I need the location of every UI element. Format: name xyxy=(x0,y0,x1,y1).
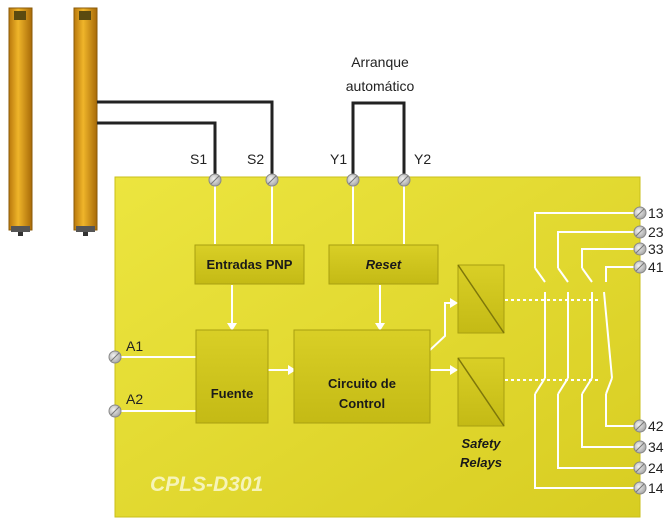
entradas-pnp-label: Entradas PNP xyxy=(207,257,293,272)
circuito-label-line1: Circuito de xyxy=(328,376,396,391)
terminal-41 xyxy=(633,260,647,274)
light-curtain-receiver xyxy=(73,7,98,236)
model-name: CPLS-D301 xyxy=(150,473,263,496)
arrowheads xyxy=(227,298,458,375)
reset-block: Reset xyxy=(328,244,439,285)
terminal-s1 xyxy=(208,173,222,187)
label-out-33: 33 xyxy=(648,241,664,257)
terminal-23 xyxy=(633,225,647,239)
terminal-screws xyxy=(108,173,647,495)
light-curtain-emitter xyxy=(8,7,33,236)
reset-label: Reset xyxy=(366,257,402,272)
label-out-13: 13 xyxy=(648,205,664,221)
label-out-23: 23 xyxy=(648,224,664,240)
label-y1: Y1 xyxy=(330,151,347,167)
label-out-14: 14 xyxy=(648,480,664,496)
fuente-label: Fuente xyxy=(211,386,254,401)
circuito-control-block: Circuito de Control xyxy=(293,329,431,424)
terminal-33 xyxy=(633,242,647,256)
fuente-block: Fuente xyxy=(195,329,269,424)
safety-relay-1 xyxy=(457,264,505,334)
terminal-y1 xyxy=(346,173,360,187)
internal-wiring xyxy=(120,183,455,412)
contact-wiring xyxy=(534,212,636,489)
safety-relay-2 xyxy=(457,357,505,427)
circuito-label-line2: Control xyxy=(339,396,385,411)
terminal-s2 xyxy=(265,173,279,187)
label-out-34: 34 xyxy=(648,439,664,455)
label-s1: S1 xyxy=(190,151,207,167)
auto-start-jumper xyxy=(351,101,406,178)
terminal-13 xyxy=(633,206,647,220)
terminal-a2 xyxy=(108,404,122,418)
terminal-a1 xyxy=(108,350,122,364)
terminal-14 xyxy=(633,481,647,495)
label-out-42: 42 xyxy=(648,418,664,434)
label-s2: S2 xyxy=(247,151,264,167)
terminal-24 xyxy=(633,461,647,475)
entradas-pnp-block: Entradas PNP xyxy=(194,244,305,285)
label-out-41: 41 xyxy=(648,259,664,275)
terminal-42 xyxy=(633,419,647,433)
label-a1: A1 xyxy=(126,338,143,354)
arranque-label-line2: automático xyxy=(346,78,415,94)
safety-relays-label-line1: Safety xyxy=(461,436,501,451)
terminal-y2 xyxy=(397,173,411,187)
terminal-34 xyxy=(633,440,647,454)
label-a2: A2 xyxy=(126,391,143,407)
sensor-wiring xyxy=(97,100,274,178)
arranque-label-line1: Arranque xyxy=(351,54,409,70)
safety-relays-label-line2: Relays xyxy=(460,455,502,470)
label-out-24: 24 xyxy=(648,460,664,476)
relay-coupling-dashes xyxy=(505,299,600,381)
label-y2: Y2 xyxy=(414,151,431,167)
